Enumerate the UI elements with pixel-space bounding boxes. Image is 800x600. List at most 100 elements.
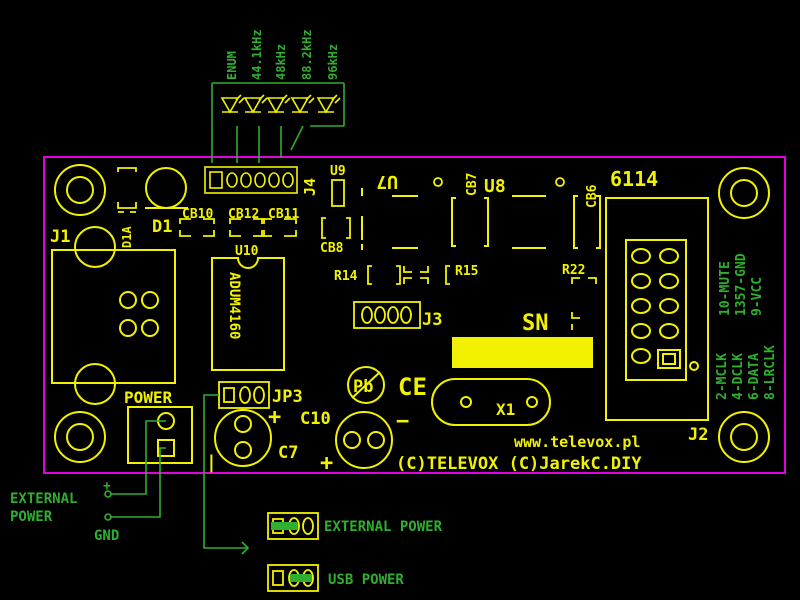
pinout-left-1: 2-MCLK xyxy=(715,353,730,400)
mount-hole-bottom-left xyxy=(54,411,106,463)
jumper-legend-usb-label: USB POWER xyxy=(328,572,404,588)
cap-cb10 xyxy=(179,218,215,237)
label-c7: C7 xyxy=(278,443,298,463)
led-d1 xyxy=(145,167,188,209)
pinout-right-2: 1357-GND xyxy=(734,253,749,316)
label-cb10: CB10 xyxy=(182,207,213,222)
c10-plus-sign: + xyxy=(320,451,333,476)
led-symbol-44k xyxy=(243,94,268,114)
cap-c10 xyxy=(335,411,393,469)
sn-marker xyxy=(571,312,580,330)
j4-header xyxy=(204,166,298,194)
label-c10: C10 xyxy=(300,409,331,429)
led-label-96k: 96kHz xyxy=(326,44,340,80)
ext-power-line1: EXTERNAL xyxy=(10,491,77,507)
ic-u8 xyxy=(512,195,546,249)
usb-connector-j1 xyxy=(51,226,176,405)
j3-header xyxy=(353,301,421,329)
pb-free-label: Pb xyxy=(353,377,373,397)
label-cb12: CB12 xyxy=(228,207,259,222)
label-cb11: CB11 xyxy=(268,207,299,222)
label-6114: 6114 xyxy=(610,167,658,191)
c7-plus-sign: + xyxy=(268,405,281,430)
mount-hole-bottom-left-inner xyxy=(66,423,94,451)
pinout-left-4: 8-LRCLK xyxy=(763,345,778,400)
cap-c7 xyxy=(214,409,272,467)
mount-hole-top-left xyxy=(54,164,106,216)
label-u10: U10 xyxy=(235,244,259,259)
label-power: POWER xyxy=(124,388,173,407)
ext-power-line2: POWER xyxy=(10,509,53,525)
led-label-enum: ENUM xyxy=(225,51,239,80)
led-label-44k: 44.1kHz xyxy=(250,29,264,80)
pinout-right-1: 10-MUTE xyxy=(718,261,733,316)
crystal-x1 xyxy=(431,378,551,426)
label-u9: U9 xyxy=(330,164,346,179)
label-d1a: D1A xyxy=(120,226,134,248)
jumper-legend-usb xyxy=(267,564,319,592)
cap-cb7 xyxy=(451,197,489,247)
label-d1: D1 xyxy=(152,217,172,237)
jumper-legend-external-label: EXTERNAL POWER xyxy=(324,519,443,535)
resistor-r15 xyxy=(445,265,450,285)
mount-hole-bottom-right-inner xyxy=(730,423,758,451)
resistor-center xyxy=(403,266,429,284)
led-label-48k: 48kHz xyxy=(274,44,288,80)
label-j3: J3 xyxy=(422,310,442,330)
label-r22: R22 xyxy=(562,263,585,278)
board-outline xyxy=(43,156,786,474)
ic-u9 xyxy=(331,179,345,207)
c10-minus-sign: − xyxy=(396,409,409,434)
u8-pin1-marker xyxy=(555,177,565,187)
led-group xyxy=(211,82,345,163)
website-text: www.televox.pl xyxy=(514,433,640,451)
label-adum4160: ADUM4160 xyxy=(226,272,242,339)
mount-hole-top-right xyxy=(718,167,770,219)
led-symbol-96k xyxy=(316,94,341,114)
mount-hole-top-left-inner xyxy=(66,176,94,204)
mount-hole-top-right-inner xyxy=(730,179,758,207)
pb-free-mark xyxy=(347,366,385,404)
label-cb8: CB8 xyxy=(320,241,344,256)
connector-6114 xyxy=(605,197,709,421)
mount-hole-bottom-right xyxy=(718,411,770,463)
diode-d1a xyxy=(117,167,137,213)
external-power-wiring xyxy=(104,394,250,555)
cap-cb11 xyxy=(261,218,297,237)
label-cb7: CB7 xyxy=(465,173,480,196)
led-symbol-enum xyxy=(220,94,245,114)
jumper-jp3 xyxy=(218,381,270,409)
label-jp3: JP3 xyxy=(272,387,303,407)
label-x1: X1 xyxy=(496,400,515,419)
pinout-right-3: 9-VCC xyxy=(750,277,765,316)
ext-power-plus: + xyxy=(103,479,111,494)
led-label-88k: 88.2kHz xyxy=(300,29,314,80)
led-symbol-48k xyxy=(266,94,291,114)
label-sn: SN xyxy=(522,311,549,336)
jumper-legend-external xyxy=(267,512,319,540)
ext-power-gnd: GND xyxy=(94,528,119,544)
ic-u10 xyxy=(211,257,285,371)
ce-mark: CE xyxy=(398,373,427,401)
pinout-left-3: 6-DATA xyxy=(747,353,762,400)
label-j2: J2 xyxy=(688,425,708,445)
copyright-text: (C)TELEVOX (C)JarekC.DIY xyxy=(396,454,642,474)
label-cb6: CB6 xyxy=(585,184,600,208)
serial-number-sticker xyxy=(452,337,593,368)
u7-pin1-marker xyxy=(433,177,443,187)
led-wire-5 xyxy=(290,125,304,151)
resistor-r14 xyxy=(367,265,401,285)
label-u8: U8 xyxy=(484,176,506,197)
pinout-left-2: 4-DCLK xyxy=(731,353,746,400)
label-j1: J1 xyxy=(50,227,70,247)
label-u7: U7 xyxy=(376,171,398,192)
label-r14: R14 xyxy=(334,269,358,284)
resistor-r22 xyxy=(571,277,597,284)
cap-cb6 xyxy=(573,195,601,249)
ic-u7 xyxy=(361,188,418,250)
led-symbol-88k xyxy=(290,94,315,114)
cap-cb8 xyxy=(321,217,351,239)
c7-polarity-bar: | xyxy=(206,452,217,473)
label-j4: J4 xyxy=(301,178,319,196)
